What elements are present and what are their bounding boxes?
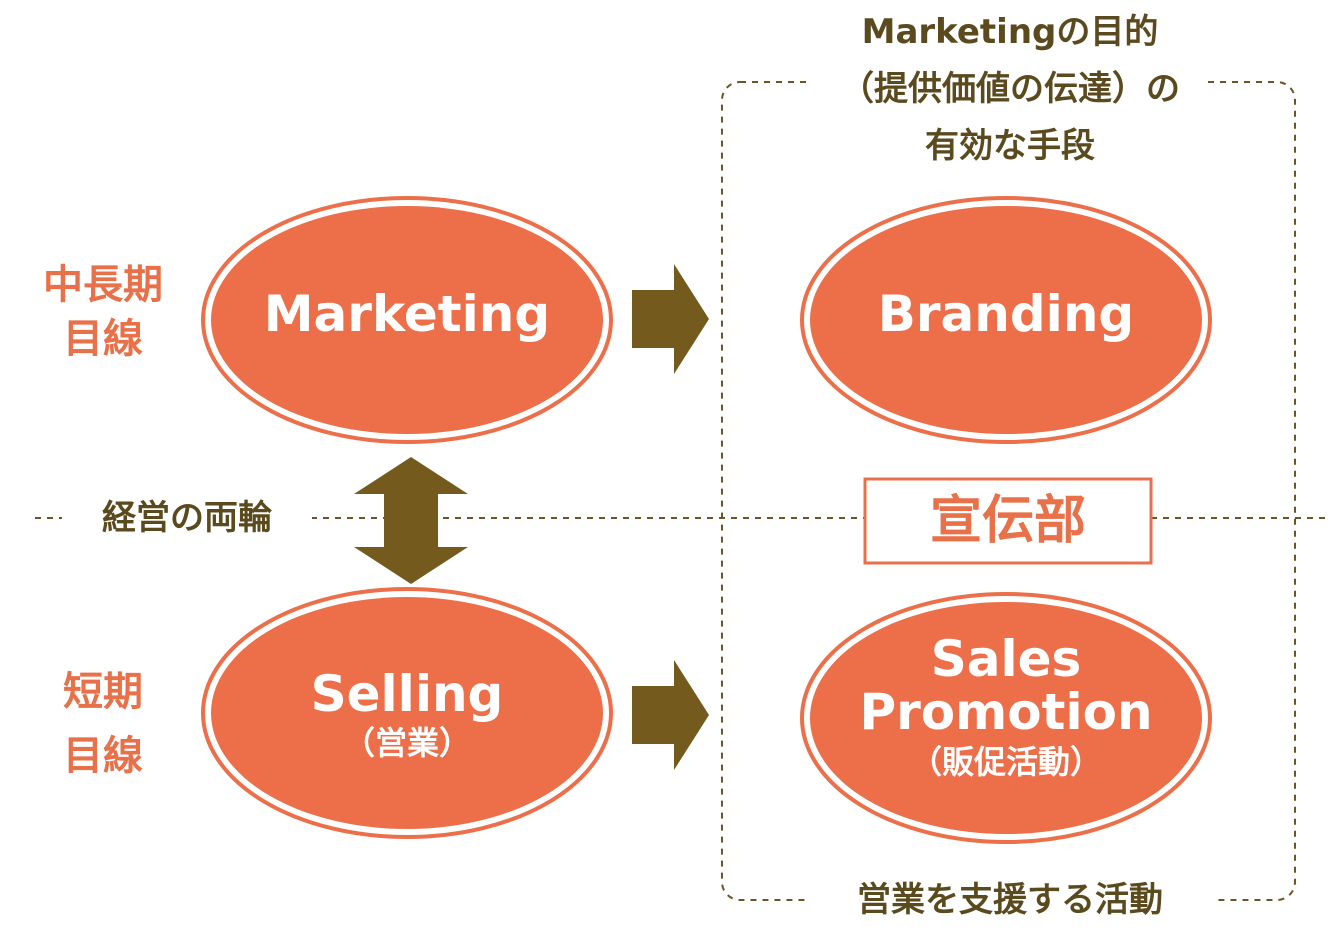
arrow-right-icon xyxy=(632,660,709,770)
long-term-label-line1: 中長期 xyxy=(43,262,163,308)
selling-label: Selling （営業） xyxy=(211,668,603,760)
long-term-label-line2: 目線 xyxy=(63,316,143,362)
arrow-right-icon xyxy=(632,264,709,374)
center-label: 経営の両輪 xyxy=(102,498,272,538)
sales-promotion-subtitle: （販促活動） xyxy=(909,743,1102,781)
department-label: 宣伝部 xyxy=(929,491,1086,551)
short-term-label-line1: 短期 xyxy=(63,669,143,715)
top-caption-line3: 有効な手段 xyxy=(925,126,1095,166)
sales-promotion-title-line2: Promotion xyxy=(859,682,1153,741)
right-box-top-caption: Marketingの目的 （提供価値の伝達）の 有効な手段 xyxy=(760,4,1260,175)
marketing-ellipse xyxy=(201,196,613,444)
right-box-bottom-caption: 営業を支援する活動 xyxy=(857,880,1163,920)
sales-promotion-title-line1: Sales xyxy=(930,630,1082,688)
double-arrow-vertical-icon xyxy=(354,457,468,584)
top-caption-line1: Marketingの目的 xyxy=(861,12,1159,52)
long-term-label: 中長期 目線 xyxy=(28,258,178,366)
selling-ellipse xyxy=(201,587,613,839)
sales-promotion-ellipse xyxy=(800,592,1212,844)
sales-promotion-label: Sales Promotion （販促活動） xyxy=(810,633,1202,780)
selling-title: Selling xyxy=(310,665,504,723)
short-term-label: 短期 目線 xyxy=(28,660,178,788)
selling-subtitle: （営業） xyxy=(342,723,471,762)
short-term-label-line2: 目線 xyxy=(63,733,143,779)
branding-ellipse xyxy=(800,196,1212,444)
branding-title: Branding xyxy=(877,285,1135,343)
department-box xyxy=(863,477,1153,565)
marketing-title: Marketing xyxy=(263,285,551,343)
top-caption-line2: （提供価値の伝達）の xyxy=(840,69,1180,109)
